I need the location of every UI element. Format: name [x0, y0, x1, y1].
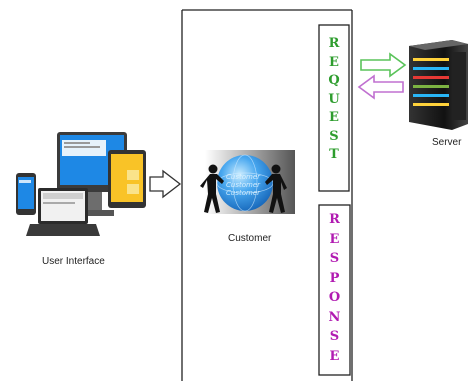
- response-letter: E: [329, 231, 340, 247]
- response-arrow: [357, 74, 404, 100]
- request-letter: U: [328, 91, 340, 107]
- response-letter: S: [329, 251, 340, 266]
- server-label: Server: [432, 137, 462, 148]
- response-letter: R: [329, 212, 340, 227]
- request-text: R E Q U E S T: [319, 35, 349, 165]
- response-letter: P: [329, 270, 340, 286]
- response-text: R E S P O N S E: [319, 210, 350, 366]
- user-interface-label: User Interface: [42, 256, 105, 267]
- ui-to-system-arrow: [149, 169, 182, 199]
- request-letter: E: [329, 110, 339, 125]
- response-letter: O: [328, 290, 341, 305]
- request-letter: E: [329, 54, 339, 70]
- customer-label: Customer: [228, 233, 272, 244]
- person-left-icon: [200, 164, 224, 213]
- server-icon: [409, 40, 468, 130]
- response-letter: N: [328, 309, 341, 325]
- request-arrow: [360, 52, 407, 78]
- request-letter: Q: [328, 73, 340, 88]
- request-letter: S: [329, 128, 339, 144]
- user-interface-devices-icon: [16, 132, 146, 236]
- request-box: [318, 24, 350, 192]
- response-letter: S: [329, 329, 340, 344]
- response-letter: E: [329, 348, 340, 364]
- customer-globe-text: Customer Customer Customer: [226, 173, 261, 197]
- person-right-icon: [265, 164, 287, 213]
- request-letter: T: [329, 147, 339, 162]
- response-box: [318, 204, 351, 376]
- request-letter: R: [328, 36, 340, 51]
